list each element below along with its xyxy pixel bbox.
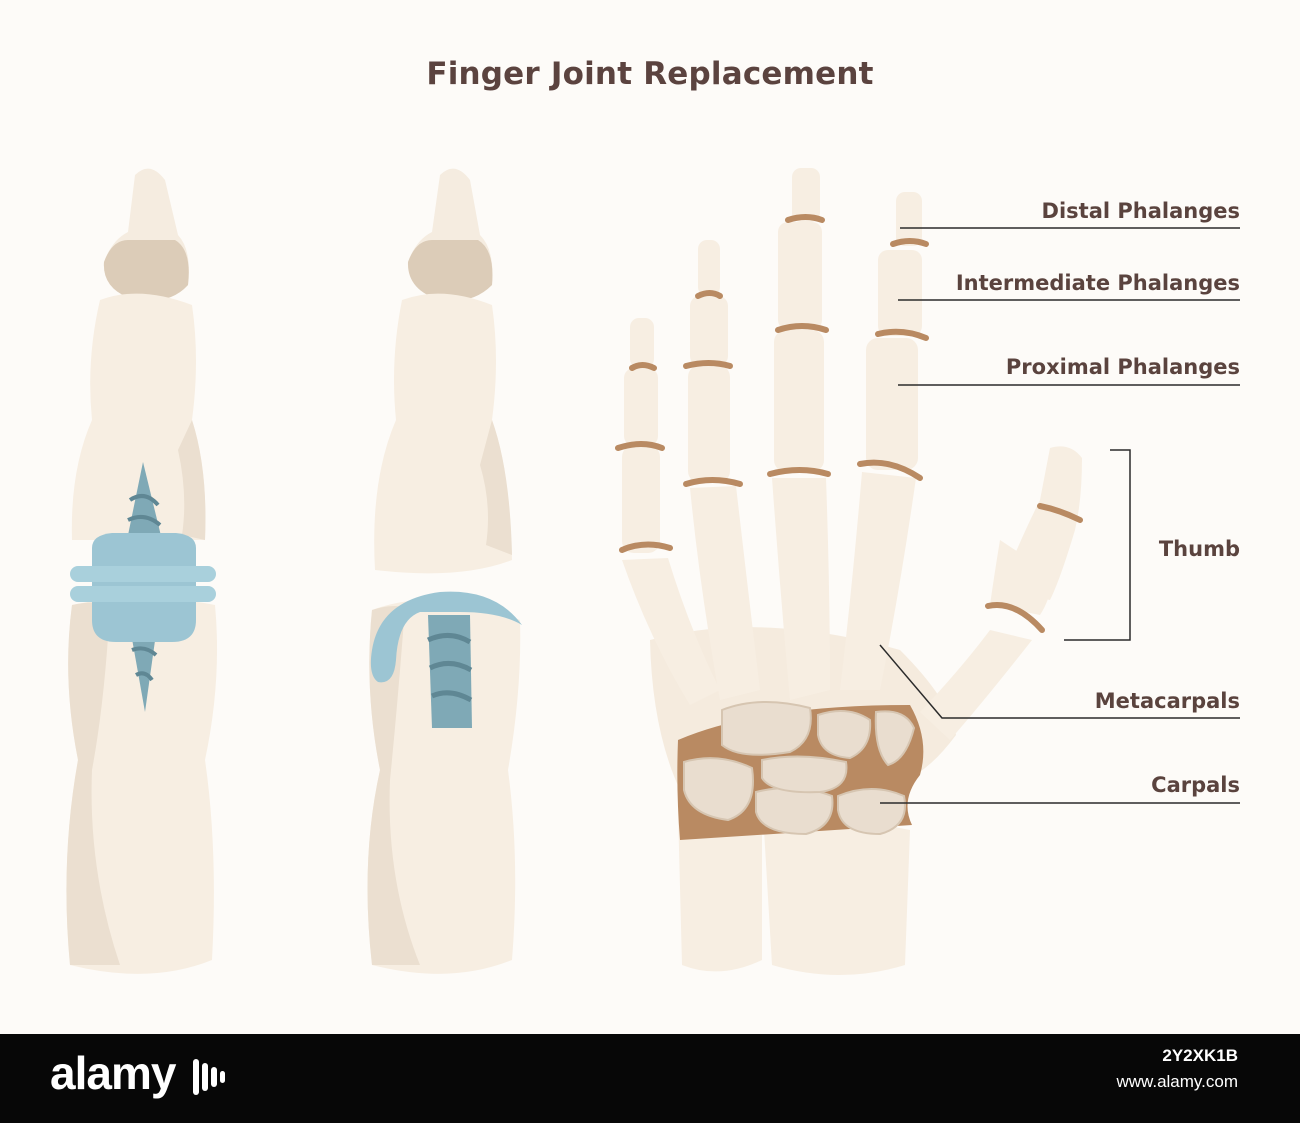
metacarpal-index	[622, 558, 720, 705]
label-intermediate-phalanges: Intermediate Phalanges	[955, 271, 1240, 295]
stock-footer: alamy 2Y2XK1B www.alamy.com	[0, 1034, 1300, 1123]
thumb-distal	[1000, 446, 1082, 600]
middle-bone-a	[71, 293, 206, 540]
site-url: www.alamy.com	[1116, 1072, 1238, 1091]
label-carpals: Carpals	[1151, 773, 1240, 797]
ulna	[678, 806, 762, 972]
logo-text: alamy	[50, 1047, 176, 1099]
label-metacarpals: Metacarpals	[1094, 689, 1240, 713]
finger-implant-b	[367, 168, 522, 974]
proximal-bone-b	[367, 599, 521, 974]
metacarpal-thumb	[920, 630, 1032, 740]
thumb-bracket	[1064, 449, 1131, 641]
middle-bone-b	[374, 293, 512, 574]
metacarpal-middle	[690, 486, 760, 700]
logo-mark-icon	[193, 1058, 226, 1095]
hand-skeleton	[615, 168, 1083, 975]
label-distal-phalanges: Distal Phalanges	[1041, 199, 1240, 223]
radius	[764, 822, 910, 975]
implant-cap-b	[370, 591, 522, 683]
image-id: 2Y2XK1B	[1162, 1046, 1238, 1065]
implant-stem-b	[428, 615, 472, 728]
label-proximal-phalanges: Proximal Phalanges	[1005, 355, 1240, 379]
metacarpal-little	[840, 472, 916, 690]
label-thumb: Thumb	[1158, 537, 1240, 561]
leader-lines	[879, 227, 1240, 804]
finger-implant-a	[66, 168, 218, 974]
illustration	[66, 168, 1240, 975]
leader-metacarpals	[879, 644, 1240, 719]
alamy-logo: alamy	[50, 1046, 227, 1100]
metacarpal-ring	[772, 478, 830, 700]
page-title: Finger Joint Replacement	[426, 56, 874, 92]
proximal-bone-a	[66, 597, 218, 974]
stock-id-block: 2Y2XK1B www.alamy.com	[1116, 1046, 1238, 1092]
